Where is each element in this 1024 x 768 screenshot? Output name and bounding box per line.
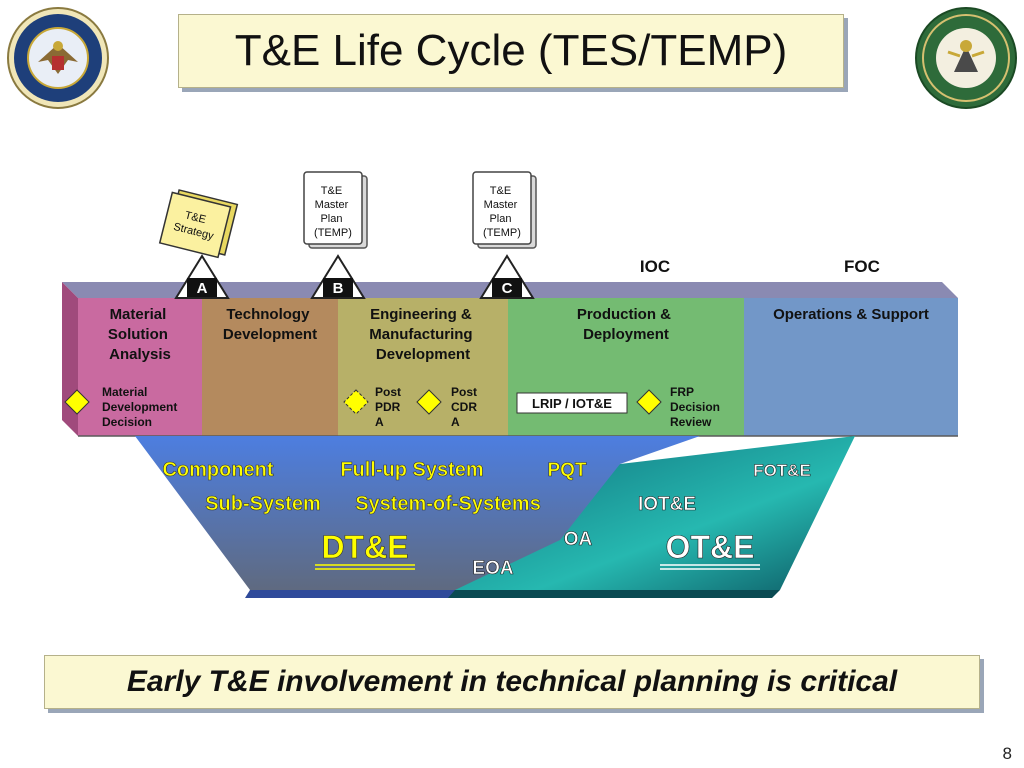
- full-up-system-label: Full-up System: [340, 459, 483, 481]
- milestone-b-label: B: [333, 280, 344, 297]
- ote-band-bottom-edge: [448, 590, 780, 598]
- phase-block-emd: [338, 298, 508, 436]
- foc-label: FOC: [844, 257, 880, 276]
- temp-document-b-icon: T&E Master Plan (TEMP): [303, 171, 368, 249]
- system-of-systems-label: System-of-Systems: [355, 493, 541, 515]
- post-pdr-label: Post PDR A: [375, 385, 404, 429]
- post-cdr-diamond-icon: [416, 389, 442, 415]
- ote-band: [455, 436, 855, 590]
- title-box: T&E Life Cycle (TES/TEMP): [178, 14, 844, 88]
- lrip-label: LRIP / IOT&E: [532, 396, 612, 411]
- trmc-seal-icon: [915, 7, 1017, 109]
- milestone-b: B: [310, 254, 366, 299]
- mdd-label: Material Development Decision: [102, 385, 181, 429]
- pqt-label: PQT: [547, 460, 586, 481]
- phase-label-td: Technology Development: [223, 306, 317, 343]
- component-label: Component: [162, 459, 273, 481]
- sub-system-label: Sub-System: [205, 493, 321, 515]
- life-cycle-diagram: Material Solution Analysis Technology De…: [62, 171, 958, 598]
- lrip-box: [516, 392, 628, 414]
- phase-block-msa: [78, 298, 202, 436]
- eoa-label: EOA: [472, 558, 513, 579]
- milestone-a: A: [174, 254, 230, 299]
- iote-label: IOT&E: [638, 494, 696, 515]
- fote-label: FOT&E: [753, 461, 811, 480]
- slide-title: T&E Life Cycle (TES/TEMP): [234, 26, 788, 75]
- phase-block-os: [744, 298, 958, 436]
- milestone-a-label: A: [197, 280, 208, 297]
- phase-label-emd: Engineering & Manufacturing Development: [369, 306, 477, 363]
- phase-label-os: Operations & Support: [773, 306, 929, 323]
- ote-label: OT&E: [666, 529, 755, 565]
- temp-b-label: T&E Master Plan (TEMP): [314, 185, 352, 239]
- post-pdr-diamond-icon: [343, 389, 369, 415]
- phase-label-msa: Material Solution Analysis: [108, 306, 172, 363]
- milestone-c: C: [479, 254, 535, 299]
- phase-block-td: [202, 298, 338, 436]
- oa-label: OA: [564, 529, 593, 550]
- phase-label-pd: Production & Deployment: [577, 306, 675, 343]
- temp-c-label: T&E Master Plan (TEMP): [483, 185, 521, 239]
- page-number: 8: [1002, 744, 1012, 763]
- dod-seal-icon: [7, 7, 109, 109]
- dte-label: DT&E: [321, 529, 408, 565]
- temp-document-c-icon: T&E Master Plan (TEMP): [472, 171, 537, 249]
- mdd-diamond-icon: [64, 389, 90, 415]
- frp-label: FRP Decision Review: [670, 385, 723, 429]
- frp-diamond-icon: [636, 389, 662, 415]
- caption-box: Early T&E involvement in technical plann…: [44, 655, 980, 709]
- caption-text: Early T&E involvement in technical plann…: [126, 665, 898, 698]
- milestone-c-label: C: [502, 280, 513, 297]
- post-cdr-label: Post CDR A: [451, 385, 480, 429]
- te-strategy-document-icon: T&E Strategy: [158, 189, 239, 259]
- ioc-label: IOC: [640, 257, 670, 276]
